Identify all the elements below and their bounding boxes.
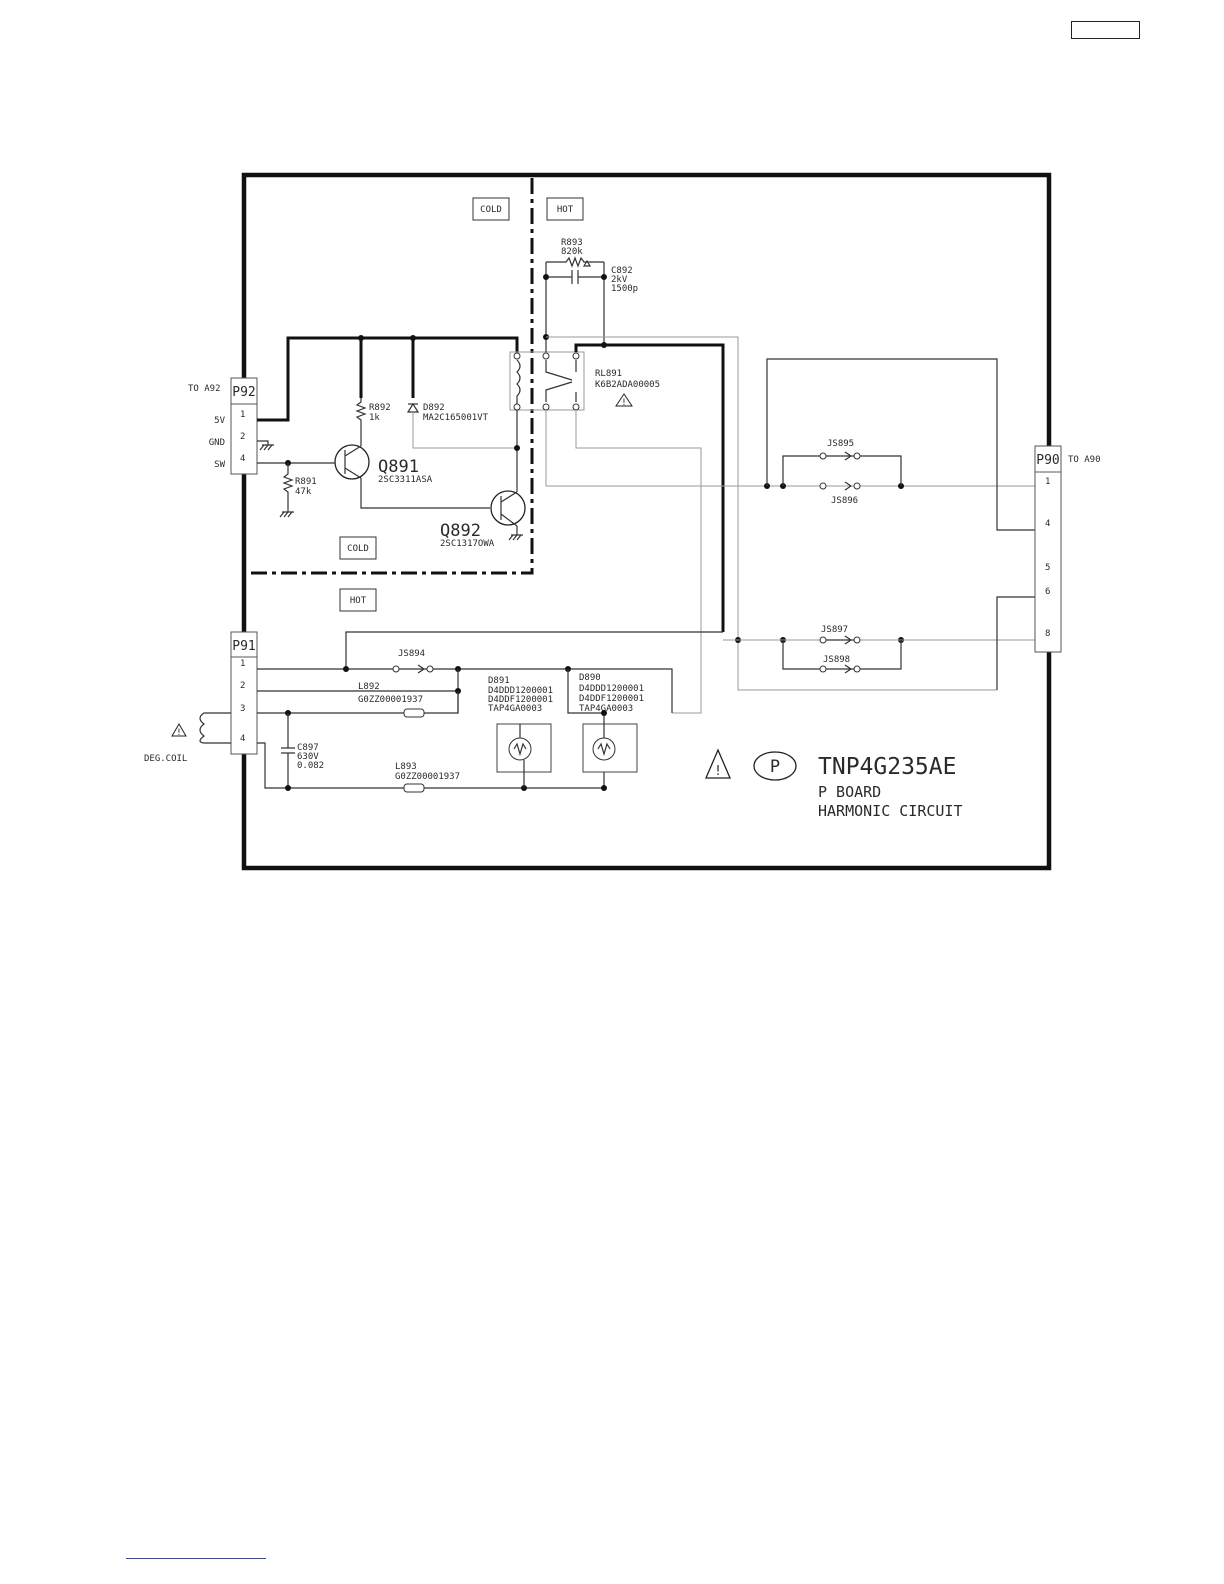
resistor-r893: R893 820k [546, 238, 604, 268]
svg-text:JS895: JS895 [827, 439, 854, 449]
svg-text:630V: 630V [297, 752, 319, 762]
svg-text:D4DDF1200001: D4DDF1200001 [579, 694, 644, 704]
capacitor-c892: C892 2kV 1500p [546, 266, 638, 294]
svg-text:5: 5 [1045, 563, 1050, 573]
svg-text:1: 1 [240, 410, 245, 420]
svg-text:2SC1317OWA: 2SC1317OWA [440, 539, 495, 549]
svg-text:TAP4GA0003: TAP4GA0003 [579, 704, 633, 714]
svg-text:!: ! [621, 398, 626, 408]
svg-text:47k: 47k [295, 487, 312, 497]
transistor-q891: Q891 2SC3311ASA [334, 444, 433, 485]
svg-text:P BOARD: P BOARD [818, 783, 881, 801]
svg-text:!: ! [714, 764, 722, 779]
svg-text:6: 6 [1045, 587, 1050, 597]
jumper-js894: JS894 [392, 649, 434, 674]
capacitor-c897: C897 630V 0.082 [281, 713, 324, 788]
footer-link-underline[interactable] [126, 1558, 266, 1559]
svg-text:3: 3 [240, 704, 245, 714]
svg-text:820k: 820k [561, 247, 583, 257]
svg-text:2kV: 2kV [611, 275, 628, 285]
svg-text:P91: P91 [232, 639, 255, 654]
svg-text:JS897: JS897 [821, 625, 848, 635]
svg-text:2: 2 [240, 432, 245, 442]
diode-d892: D892 MA2C165001VT [406, 402, 517, 449]
isolation-boundary [247, 178, 534, 575]
svg-text:P90: P90 [1036, 453, 1059, 468]
svg-text:4: 4 [240, 454, 245, 464]
inductor-l893: L893 G0ZZ00001937 [395, 762, 460, 782]
svg-text:TO A90: TO A90 [1068, 455, 1101, 465]
transistor-q892: Q892 2SC1317OWA [440, 490, 526, 549]
title-block: ! P TNP4G235AE P BOARD HARMONIC CIRCUIT [705, 748, 963, 820]
svg-text:JS896: JS896 [831, 496, 858, 506]
svg-text:JS898: JS898 [823, 655, 850, 665]
svg-text:0.082: 0.082 [297, 761, 324, 771]
svg-text:D891: D891 [488, 676, 510, 686]
svg-text:L892: L892 [358, 682, 380, 692]
svg-text:HARMONIC CIRCUIT: HARMONIC CIRCUIT [818, 802, 963, 820]
svg-text:K6B2ADA00005: K6B2ADA00005 [595, 380, 660, 390]
svg-text:JS894: JS894 [398, 649, 425, 659]
svg-text:G0ZZ00001937: G0ZZ00001937 [395, 772, 460, 782]
svg-text:RL891: RL891 [595, 369, 622, 379]
svg-text:R893: R893 [561, 238, 583, 248]
connector-p92: TO A92 P92 1 2 4 5V GND SW [188, 377, 258, 475]
svg-text:4: 4 [1045, 519, 1050, 529]
svg-text:1500p: 1500p [611, 284, 638, 294]
svg-text:4: 4 [240, 734, 245, 744]
svg-text:TAP4GA0003: TAP4GA0003 [488, 704, 542, 714]
svg-text:SW: SW [214, 460, 225, 470]
svg-text:1k: 1k [369, 413, 380, 423]
svg-text:8: 8 [1045, 629, 1050, 639]
svg-text:1: 1 [240, 659, 245, 669]
svg-text:HOT: HOT [350, 596, 367, 606]
svg-text:D890: D890 [579, 673, 601, 683]
svg-text:R892: R892 [369, 403, 391, 413]
svg-text:Q891: Q891 [378, 457, 419, 477]
posistor-d890: D890 D4DDD1200001 D4DDF1200001 TAP4GA000… [567, 669, 644, 773]
jumper-js895-js896: JS895 JS896 [764, 358, 1037, 531]
resistor-r892: R892 1k [355, 398, 391, 446]
svg-text:D4DDF1200001: D4DDF1200001 [488, 695, 553, 705]
jumper-js897-js898: JS897 JS898 [723, 625, 1037, 674]
svg-text:!: ! [176, 728, 181, 738]
svg-text:2: 2 [240, 681, 245, 691]
svg-text:COLD: COLD [480, 205, 502, 215]
5v-rail [257, 336, 519, 422]
svg-text:5V: 5V [214, 416, 225, 426]
svg-text:G0ZZ00001937: G0ZZ00001937 [358, 695, 423, 705]
degauss-coil: ! DEG.COIL [144, 712, 231, 764]
svg-text:MA2C165001VT: MA2C165001VT [423, 413, 489, 423]
svg-text:D892: D892 [423, 403, 445, 413]
zone-label-hot-lower: HOT [339, 588, 377, 612]
svg-text:DEG.COIL: DEG.COIL [144, 754, 187, 764]
svg-text:1: 1 [1045, 477, 1050, 487]
svg-text:P92: P92 [232, 385, 255, 400]
connector-p90: P90 TO A90 1 4 5 6 8 [1034, 445, 1101, 653]
svg-text:TNP4G235AE: TNP4G235AE [818, 754, 956, 780]
zone-label-hot-top: HOT [546, 197, 584, 221]
svg-text:TO A92: TO A92 [188, 384, 221, 394]
zone-label-cold-top: COLD [472, 197, 510, 221]
svg-text:R891: R891 [295, 477, 317, 487]
svg-text:Q892: Q892 [440, 521, 481, 541]
connector-p91: P91 1 2 3 4 [230, 631, 258, 755]
svg-text:L893: L893 [395, 762, 417, 772]
posistor-d891: D891 D4DDD1200001 D4DDF1200001 TAP4GA000… [457, 676, 553, 788]
relay-rl891: RL891 K6B2ADA00005 ! [509, 351, 660, 411]
svg-text:D4DDD1200001: D4DDD1200001 [488, 686, 553, 696]
zone-label-cold-inner: COLD [339, 536, 377, 560]
svg-text:GND: GND [209, 438, 225, 448]
resistor-r891: R891 47k [279, 463, 317, 518]
svg-text:P: P [770, 757, 780, 777]
page-number-box [1071, 21, 1140, 39]
svg-text:2SC3311ASA: 2SC3311ASA [378, 475, 433, 485]
inductor-l892: L892 G0ZZ00001937 [358, 682, 423, 705]
svg-text:D4DDD1200001: D4DDD1200001 [579, 684, 644, 694]
svg-text:C897: C897 [297, 743, 319, 753]
svg-text:HOT: HOT [557, 205, 574, 215]
svg-text:C892: C892 [611, 266, 633, 276]
svg-text:COLD: COLD [347, 544, 369, 554]
